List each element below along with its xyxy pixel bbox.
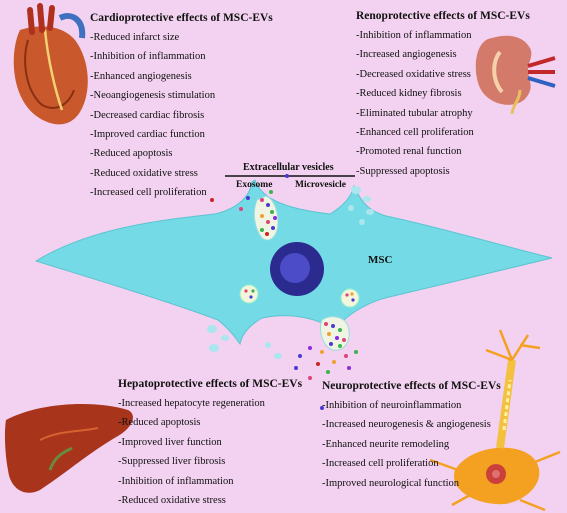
liver-image bbox=[4, 404, 133, 493]
msc-label: MSC bbox=[368, 254, 393, 266]
cardio-effect-item: -Enhanced angiogenesis bbox=[90, 70, 192, 82]
reno-effect-item: -Promoted renal function bbox=[356, 146, 462, 158]
cardio-effect-item: -Inhibition of inflammation bbox=[90, 51, 206, 63]
hepatoprotective-title: Hepatoprotective effects of MSC-EVs bbox=[118, 378, 303, 390]
neuroprotective-title: Neuroprotective effects of MSC-EVs bbox=[322, 380, 501, 392]
neuro-effect-item: -Increased cell proliferation bbox=[322, 458, 439, 470]
reno-effect-item: -Decreased oxidative stress bbox=[356, 68, 471, 80]
cardioprotective-panel: Cardioprotective effects of MSC-EVs -Red… bbox=[90, 12, 273, 203]
neuro-effect-item: -Inhibition of neuroinflammation bbox=[322, 400, 462, 411]
reno-effect-item: -Increased angiogenesis bbox=[356, 49, 457, 61]
hepato-effect-item: -Reduced apoptosis bbox=[118, 417, 201, 429]
microvesicles bbox=[207, 186, 374, 359]
renoprotective-title: Renoprotective effects of MSC-EVs bbox=[356, 10, 530, 22]
nucleolus bbox=[280, 253, 310, 283]
cardio-effect-item: -Decreased cardiac fibrosis bbox=[90, 109, 205, 121]
cardioprotective-title: Cardioprotective effects of MSC-EVs bbox=[90, 12, 273, 24]
hepato-effect-item: -Reduced oxidative stress bbox=[118, 495, 226, 507]
cardio-effect-item: -Reduced infarct size bbox=[90, 32, 180, 43]
ev-dots bbox=[210, 190, 358, 410]
neuro-effect-item: -Improved neurological function bbox=[322, 477, 460, 489]
hepato-effect-item: -Increased hepatocyte regeneration bbox=[118, 398, 265, 409]
heart-image bbox=[13, 3, 88, 125]
renoprotective-panel: Renoprotective effects of MSC-EVs -Inhib… bbox=[356, 10, 530, 181]
reno-effect-item: -Suppressed apoptosis bbox=[356, 165, 450, 177]
cardio-effect-item: -Reduced oxidative stress bbox=[90, 167, 198, 179]
microvesicle-budding-sac bbox=[319, 316, 350, 351]
reno-effect-item: -Eliminated tubular atrophy bbox=[356, 107, 473, 119]
exosome-label: Exosome bbox=[236, 180, 273, 190]
neuroprotective-panel: Neuroprotective effects of MSC-EVs -Inhi… bbox=[322, 380, 501, 493]
intracellular-vesicle bbox=[239, 284, 259, 304]
reno-effect-item: -Inhibition of inflammation bbox=[356, 30, 472, 41]
hepato-effect-item: -Inhibition of inflammation bbox=[118, 475, 234, 487]
cardio-effect-item: -Increased cell proliferation bbox=[90, 187, 207, 199]
microvesicle-label: Microvesicle bbox=[295, 180, 346, 190]
neuro-effect-item: -Increased neurogenesis & angiogenesis bbox=[322, 419, 491, 431]
hepato-effect-item: -Suppressed liver fibrosis bbox=[118, 456, 226, 468]
neuro-effect-item: -Enhanced neurite remodeling bbox=[322, 438, 450, 450]
cardio-effect-item: -Reduced apoptosis bbox=[90, 148, 173, 160]
cardio-effect-item: -Neoangiogenesis stimulation bbox=[90, 90, 216, 102]
hepato-effect-item: -Improved liver function bbox=[118, 436, 222, 448]
reno-effect-item: -Enhanced cell proliferation bbox=[356, 127, 474, 139]
reno-effect-item: -Reduced kidney fibrosis bbox=[356, 88, 462, 100]
intracellular-vesicle bbox=[340, 288, 360, 308]
hepatoprotective-panel: Hepatoprotective effects of MSC-EVs -Inc… bbox=[118, 378, 302, 510]
neuron-image bbox=[429, 329, 561, 512]
cardio-effect-item: -Improved cardiac function bbox=[90, 129, 205, 141]
ev-title-label: Extracellular vesicles bbox=[243, 162, 334, 173]
kidney-image bbox=[475, 35, 556, 115]
